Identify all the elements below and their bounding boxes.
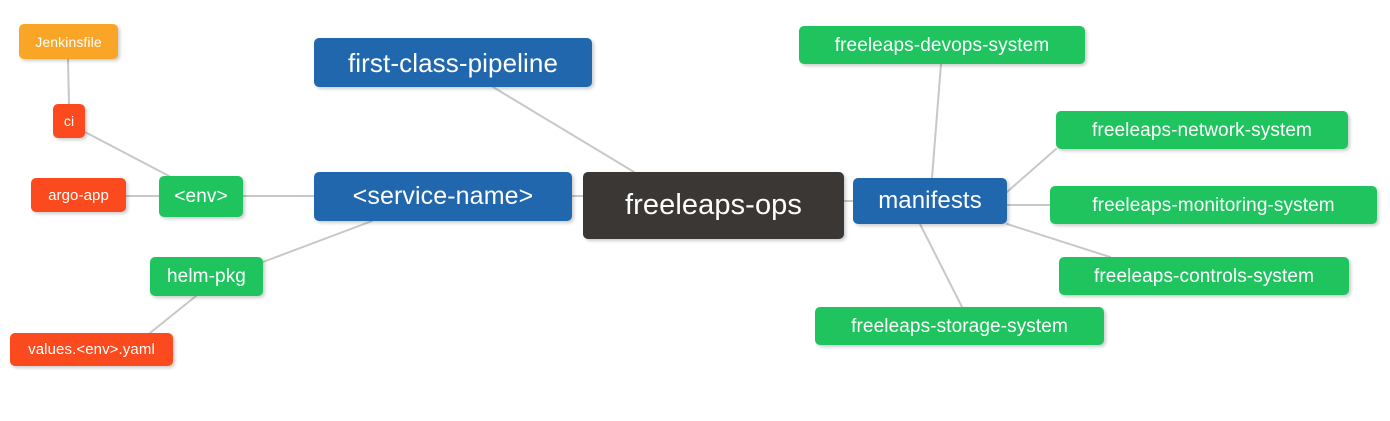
mindmap-edge-ci-to-env	[84, 131, 170, 177]
mindmap-node-label: freeleaps-devops-system	[834, 34, 1050, 56]
mindmap-node-label: <service-name>	[352, 182, 534, 210]
mindmap-node-label: freeleaps-monitoring-system	[1092, 194, 1335, 216]
mindmap-node-first-class-pipeline[interactable]: first-class-pipeline	[314, 38, 592, 87]
mindmap-node-label: Jenkinsfile	[35, 33, 102, 50]
mindmap-node-helm-pkg[interactable]: helm-pkg	[150, 257, 263, 296]
mindmap-node-freeleaps-devops-system[interactable]: freeleaps-devops-system	[799, 26, 1085, 64]
mindmap-node-freeleaps-monitoring-system[interactable]: freeleaps-monitoring-system	[1050, 186, 1377, 224]
mindmap-node-label: freeleaps-ops	[624, 189, 802, 221]
mindmap-node-values-env-yaml[interactable]: values.<env>.yaml	[10, 333, 173, 366]
mindmap-edge-manifests-to-freeleaps-network-system	[1006, 148, 1057, 193]
mindmap-node-freeleaps-network-system[interactable]: freeleaps-network-system	[1056, 111, 1348, 149]
mindmap-node-manifests[interactable]: manifests	[853, 178, 1007, 224]
mindmap-edge-jenkinsfile-to-ci	[67, 58, 70, 105]
mindmap-node-env[interactable]: <env>	[159, 176, 243, 217]
mindmap-node-freeleaps-controls-system[interactable]: freeleaps-controls-system	[1059, 257, 1349, 295]
mindmap-node-label: first-class-pipeline	[347, 47, 559, 78]
mindmap-node-ci[interactable]: ci	[53, 104, 85, 138]
mindmap-node-jenkinsfile[interactable]: Jenkinsfile	[19, 24, 118, 59]
mindmap-node-freeleaps-ops[interactable]: freeleaps-ops	[583, 172, 844, 239]
mindmap-node-label: manifests	[878, 187, 982, 214]
mindmap-node-freeleaps-storage-system[interactable]: freeleaps-storage-system	[815, 307, 1104, 345]
mindmap-node-label: values.<env>.yaml	[28, 341, 155, 358]
mindmap-node-label: freeleaps-storage-system	[851, 315, 1068, 337]
mindmap-edge-helm-pkg-to-service-name	[262, 220, 373, 263]
mindmap-edge-manifests-to-freeleaps-storage-system	[919, 223, 963, 308]
mindmap-node-label: freeleaps-network-system	[1092, 119, 1312, 141]
mindmap-edge-first-class-pipeline-to-freeleaps-ops	[492, 86, 635, 173]
mindmap-node-label: helm-pkg	[167, 266, 246, 287]
mindmap-node-label: argo-app	[48, 186, 109, 204]
mindmap-edge-manifests-to-freeleaps-controls-system	[1006, 223, 1111, 258]
mindmap-edge-manifests-to-freeleaps-devops-system	[931, 63, 942, 179]
mindmap-node-service-name[interactable]: <service-name>	[314, 172, 572, 221]
mindmap-node-label: <env>	[174, 186, 228, 207]
mindmap-edge-values-env-yaml-to-helm-pkg	[149, 295, 197, 334]
mindmap-node-label: freeleaps-controls-system	[1093, 265, 1315, 287]
mindmap-node-argo-app[interactable]: argo-app	[31, 178, 126, 212]
mindmap-node-label: ci	[63, 113, 75, 129]
